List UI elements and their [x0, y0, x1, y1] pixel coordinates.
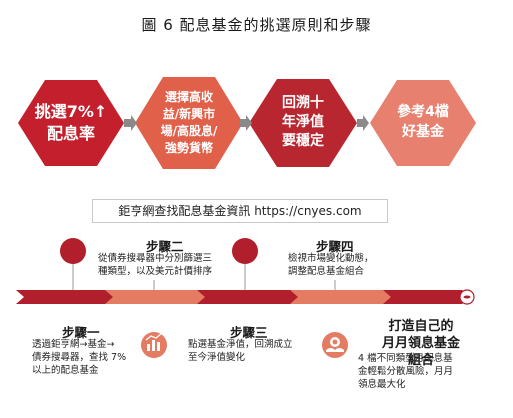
principle-label-4: 參考4檔 好基金 [397, 104, 449, 140]
step-3-description: 點選基金淨值，回溯成立 至今淨值變化 [188, 339, 293, 363]
coin-hand-icon [322, 332, 348, 358]
final-step-description: 4 檔不同類型月配息基 金輕鬆分散風險，月月 領息最大化 [358, 353, 454, 390]
arrow-icon [124, 115, 137, 131]
arrow-icon [357, 115, 369, 131]
coin-stack-icon [459, 289, 475, 305]
principle-label-3: 回溯十 年淨值 要穩定 [282, 94, 324, 149]
principle-hexagon-3 [249, 79, 357, 167]
final-step-title: 打造自己的 月月領息基金組合 [381, 319, 460, 368]
step-4-description: 檢視市場變化動態， 調整配息基金組合 [288, 253, 374, 277]
step-1-title: 步驟一 [62, 325, 100, 340]
principle-hexagon-1 [18, 80, 124, 166]
step-marker-1 [60, 238, 86, 264]
principle-hexagon-4 [370, 80, 476, 166]
arrow-icon [240, 115, 252, 131]
step-2-title: 步驟二 [146, 239, 184, 254]
step-2-description: 從債券搜尋器中分別篩選三 種類型，以及美元計價排序 [98, 253, 213, 277]
step-1-description: 透過鉅亨網→基金→ 債券搜尋器，查找 7% 以上的配息基金 [32, 339, 127, 376]
chart-icon [141, 332, 167, 358]
step-3-title: 步驟三 [230, 325, 268, 340]
timeline-bar [16, 290, 474, 304]
principle-hexagon-2 [135, 77, 243, 169]
source-link-box[interactable]: 鉅亨網查找配息基金資訊 https://cnyes.com [92, 199, 388, 223]
step-marker-3 [232, 238, 258, 264]
principle-label-1: 挑選7%↑ 配息率 [34, 102, 108, 143]
principle-label-2: 選擇高收 益/新興市 場/高股息/ 強勢貨幣 [160, 90, 218, 155]
figure-title: 圖 6 配息基金的挑選原則和步驟 [141, 16, 372, 34]
step-4-title: 步驟四 [316, 239, 354, 254]
